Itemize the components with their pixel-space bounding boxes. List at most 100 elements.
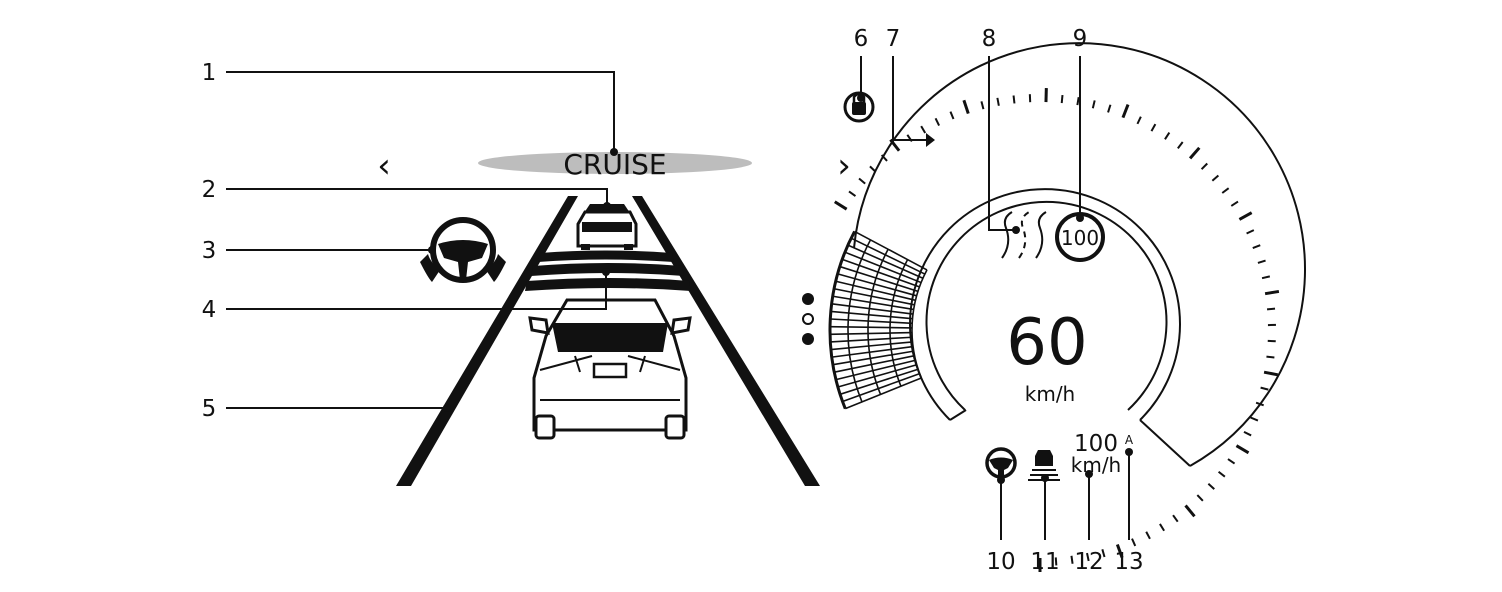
gauge-tick xyxy=(1266,355,1275,359)
segment-bar xyxy=(837,273,917,297)
speed-value: 60 xyxy=(1006,306,1087,380)
speed-bar-segment xyxy=(828,230,928,410)
segment-bar xyxy=(850,237,926,275)
gauge-tick xyxy=(1136,116,1142,125)
gauge-tick xyxy=(1177,141,1184,149)
segment-bar xyxy=(835,359,916,381)
gauge-tick xyxy=(996,97,1000,106)
gauge-tick xyxy=(1172,514,1179,523)
lock-status-icon xyxy=(843,91,875,123)
gauge-arc-start xyxy=(949,409,967,421)
gauge-inner-arc-outer xyxy=(909,188,1181,421)
gauge-tick xyxy=(949,111,955,120)
limit-sign-value: 100 xyxy=(1061,226,1099,250)
segment-bar xyxy=(830,341,913,351)
gauge-tick xyxy=(1266,307,1276,311)
speed-unit: km/h xyxy=(1025,382,1075,406)
callout-9: 9 xyxy=(1073,26,1088,52)
segment-bar xyxy=(842,372,920,403)
gauge-tick xyxy=(1188,146,1201,160)
segment-bar xyxy=(854,230,928,271)
gauge-tick xyxy=(1115,543,1124,559)
gauge-tick xyxy=(1257,259,1266,264)
gauge-tick xyxy=(1227,458,1236,465)
segment-bar xyxy=(831,303,914,315)
gauge-tick xyxy=(1076,97,1080,106)
gauge-tick xyxy=(934,117,940,126)
segment-bar xyxy=(847,244,924,280)
page-dot[interactable] xyxy=(802,333,814,345)
gauge-tick xyxy=(1235,444,1250,455)
callout-1: 1 xyxy=(202,60,217,86)
gauge-tick xyxy=(1250,416,1259,422)
gauge-inner-arc-inner xyxy=(925,201,1168,411)
gauge-tick xyxy=(980,101,985,110)
gauge-tick xyxy=(1150,123,1157,132)
gauge-tick xyxy=(880,154,888,162)
gauge-tick xyxy=(920,125,927,134)
segment-bar xyxy=(832,350,914,366)
gauge-tick xyxy=(1107,104,1112,113)
callout-2: 2 xyxy=(202,177,217,203)
gauge-tick xyxy=(1054,557,1058,566)
nav-left-icon[interactable]: ‹ xyxy=(377,146,391,186)
gauge-tick xyxy=(1145,531,1151,540)
segment-bar xyxy=(830,325,913,329)
segment-bar xyxy=(831,345,914,358)
callout-12: 12 xyxy=(1074,549,1103,575)
segment-ring xyxy=(889,259,909,387)
gauge-tick xyxy=(1238,211,1253,221)
page-indicator xyxy=(802,293,814,345)
gauge-tick xyxy=(1252,244,1261,249)
gauge-tick xyxy=(1264,289,1280,296)
nav-right-icon[interactable]: › xyxy=(837,146,851,186)
gauge-tick xyxy=(1263,370,1279,377)
segment-bar xyxy=(841,258,920,288)
gauge-tick xyxy=(1184,504,1196,518)
callout-4: 4 xyxy=(202,297,217,323)
segment-ring xyxy=(847,239,872,403)
gauge-tick xyxy=(1196,494,1204,502)
segment-bar xyxy=(844,377,922,410)
gauge-tick xyxy=(1255,401,1264,407)
gauge-tick xyxy=(1230,200,1239,207)
segment-bar xyxy=(834,354,915,373)
gauge-tick xyxy=(962,99,970,115)
gauge-tick xyxy=(1159,523,1165,532)
segment-ring xyxy=(828,230,856,410)
gauge-outer-arc xyxy=(853,42,1306,467)
callout-10: 10 xyxy=(986,549,1015,575)
speed-marker-icon xyxy=(926,133,935,147)
segment-bar xyxy=(832,295,914,311)
set-speed-value: 100 xyxy=(1074,431,1118,457)
gauge-tick xyxy=(1207,483,1215,490)
gauge-ticks xyxy=(833,88,1280,572)
steering-assist-small-icon xyxy=(985,447,1017,479)
gauge-tick xyxy=(869,165,877,173)
segment-bar xyxy=(830,310,913,320)
segment-bar xyxy=(839,368,919,396)
callout-6: 6 xyxy=(854,26,869,52)
segment-ring xyxy=(911,269,928,379)
callout-lines xyxy=(226,56,1133,540)
gauge-arc-end xyxy=(1139,419,1191,467)
gauge-tick xyxy=(1200,162,1208,170)
gauge-tick xyxy=(1086,552,1090,562)
page-dot[interactable] xyxy=(802,293,814,305)
gauge-tick xyxy=(1070,555,1074,564)
set-speed-unit: km/h xyxy=(1071,453,1121,477)
callout-8: 8 xyxy=(982,26,997,52)
gauge-tick xyxy=(1260,386,1269,391)
page-dot[interactable] xyxy=(802,313,814,325)
callout-7: 7 xyxy=(886,26,901,52)
gauge-tick xyxy=(858,177,866,185)
segment-bar xyxy=(837,363,918,388)
segment-bar xyxy=(835,280,916,302)
gauge-tick xyxy=(1131,538,1137,547)
gauge-tick xyxy=(1012,95,1016,104)
gauge-tick xyxy=(1060,94,1064,104)
gauge-tick xyxy=(1121,104,1130,119)
gauge-tick xyxy=(833,200,848,211)
gauge-tick xyxy=(1091,100,1096,109)
